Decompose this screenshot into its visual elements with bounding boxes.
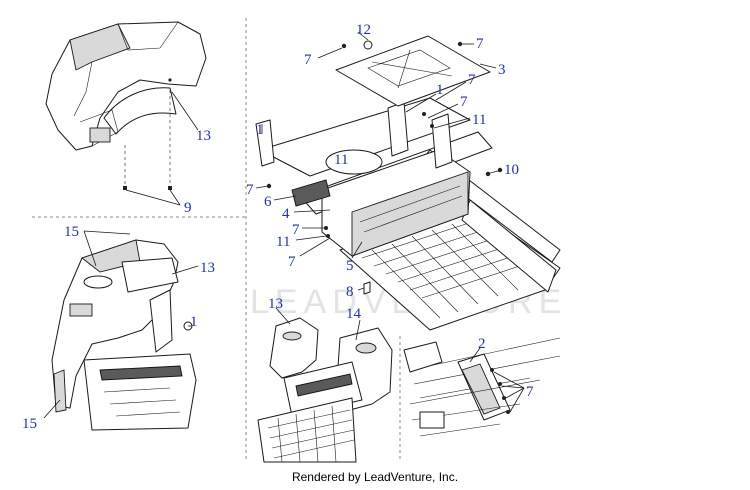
leader-2 — [469, 347, 481, 363]
fender-installed — [51, 239, 197, 431]
callout-10: 10 — [504, 162, 519, 178]
bracket-inset — [403, 337, 561, 437]
leader-7-b — [427, 103, 459, 119]
callout-7-top-left: 7 — [304, 52, 312, 68]
leader-15-bottom — [43, 399, 61, 419]
leader-7-inset-a — [493, 371, 525, 389]
floor-grid — [361, 221, 533, 319]
callout-2: 2 — [478, 336, 486, 352]
leader-3 — [479, 63, 497, 69]
leader-7-a — [435, 81, 467, 101]
callout-7-b: 7 — [460, 94, 468, 110]
callout-7-e: 7 — [288, 254, 296, 270]
fender-top-left — [45, 21, 207, 151]
callout-8: 8 — [346, 284, 354, 300]
top-plate — [335, 35, 491, 107]
leader-8 — [357, 287, 365, 291]
callout-4: 4 — [282, 206, 290, 222]
callout-15-bottom: 15 — [22, 416, 37, 432]
footer-credit: Rendered by LeadVenture, Inc. — [291, 470, 459, 484]
callout-1-main: 1 — [256, 122, 264, 138]
callout-11-b: 11 — [276, 234, 290, 250]
leader-7-top-left — [317, 47, 343, 59]
callout-15-top: 15 — [64, 224, 79, 240]
callout-11-center: 11 — [334, 152, 348, 168]
callout-13-mid: 13 — [200, 260, 215, 276]
callout-7-inset: 7 — [526, 384, 534, 400]
assembled-view — [257, 317, 393, 463]
leader-13-top — [171, 91, 199, 131]
callout-3: 3 — [498, 62, 506, 78]
callout-9: 9 — [184, 200, 192, 216]
leader-12 — [357, 31, 369, 41]
callout-12: 12 — [356, 22, 371, 38]
leader-13-mid — [171, 265, 199, 275]
callout-5: 5 — [346, 258, 354, 274]
callout-6: 6 — [264, 194, 272, 210]
leader-11-a — [433, 117, 471, 129]
frame-assembly — [255, 97, 561, 331]
callout-7-top-right: 7 — [476, 36, 484, 52]
leader-15-top — [83, 230, 131, 235]
leader-11-b — [295, 235, 327, 241]
callout-7-a: 7 — [468, 72, 476, 88]
callout-1-top: 1 — [436, 82, 444, 98]
leader-7-e — [299, 237, 331, 257]
callout-7-d: 7 — [292, 222, 300, 238]
leader-4 — [293, 209, 331, 213]
leader-6 — [273, 195, 297, 201]
leader-5 — [351, 241, 363, 259]
leader-14 — [355, 319, 361, 341]
leader-10 — [485, 169, 503, 175]
leader-9 — [125, 189, 181, 206]
callout-14: 14 — [346, 306, 362, 322]
callout-11-a: 11 — [472, 112, 486, 128]
leader-1-top — [405, 93, 437, 113]
callout-1-inset: 1 — [190, 314, 198, 330]
callout-13-top: 13 — [196, 128, 211, 144]
leader-7-c — [255, 185, 269, 189]
leader-13-bottom — [275, 307, 291, 325]
callout-13-bottom: 13 — [268, 296, 283, 312]
callout-7-c: 7 — [246, 182, 254, 198]
